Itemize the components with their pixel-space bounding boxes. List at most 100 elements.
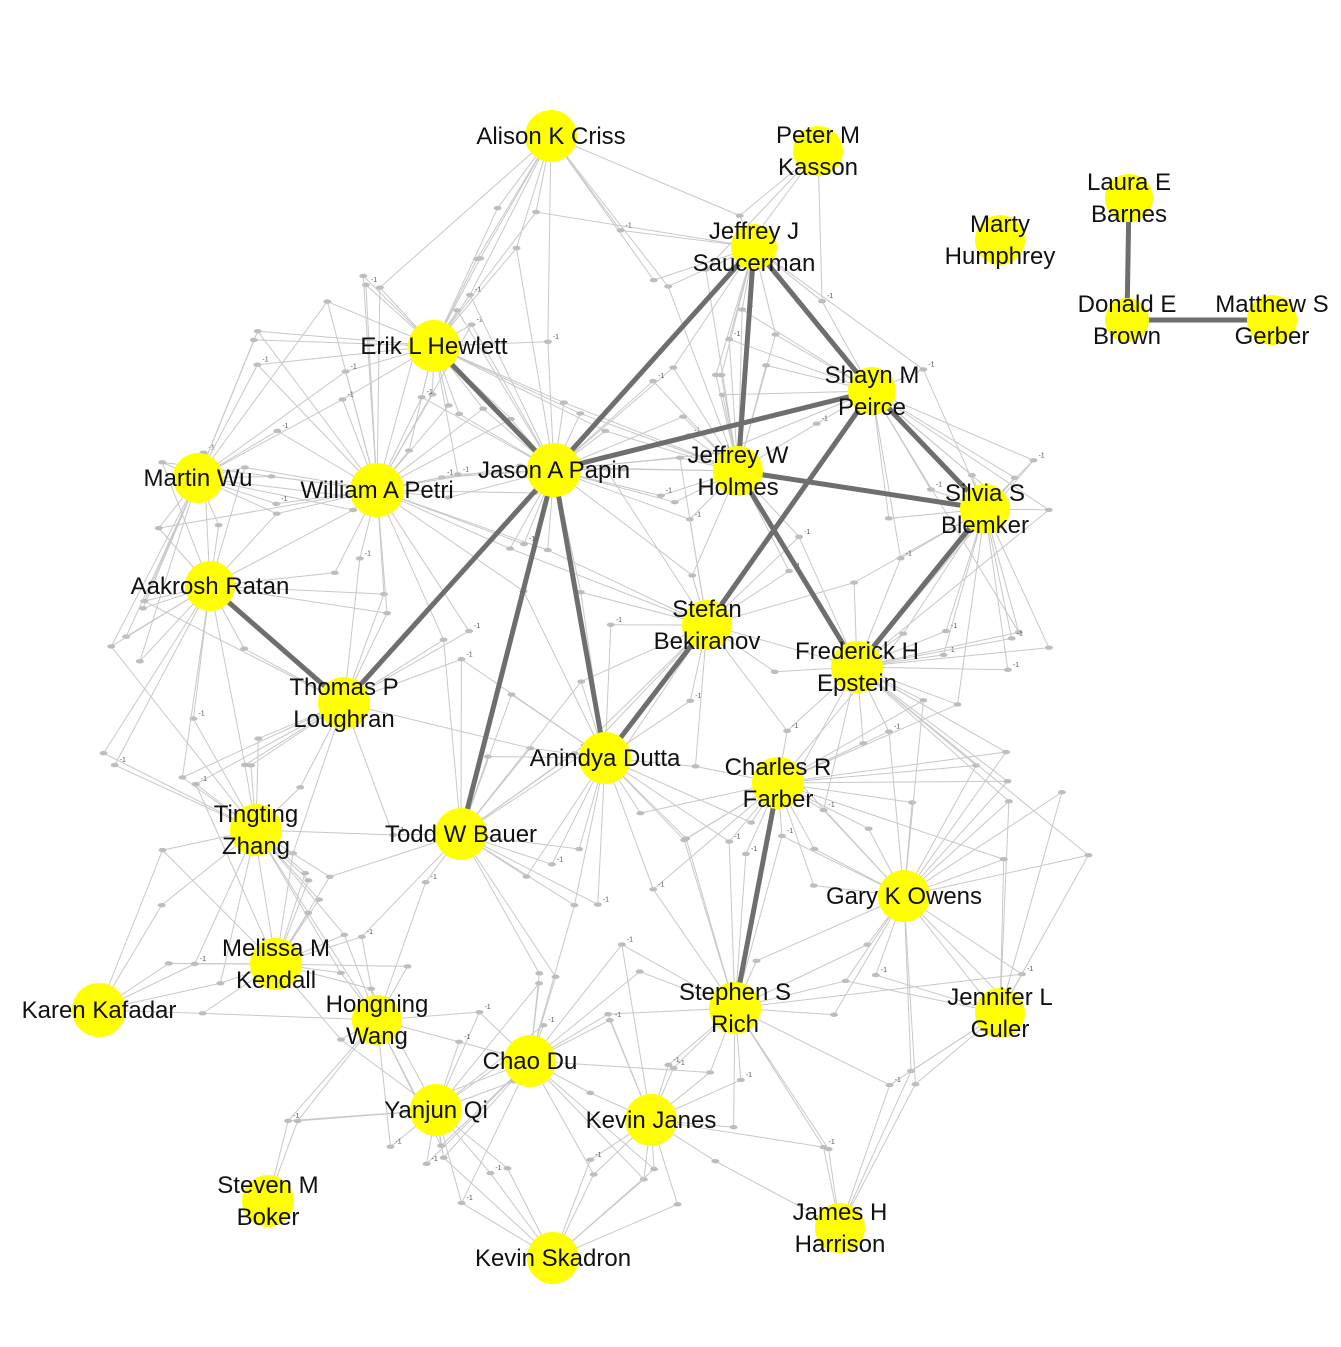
edge-weight-label: -1 <box>679 1060 685 1067</box>
paper-edge <box>181 585 211 778</box>
edge-weight-label: -1 <box>829 802 835 809</box>
author-node-skadron[interactable]: Kevin Skadron <box>475 1232 631 1284</box>
paper-node <box>810 846 819 852</box>
paper-node <box>953 702 962 707</box>
edge-weight-label: -1 <box>1038 452 1044 459</box>
author-node-bauer[interactable]: Todd W Bauer <box>385 808 537 860</box>
author-node-petri[interactable]: William A Petri <box>300 463 454 517</box>
paper-node <box>919 698 928 703</box>
paper-edge <box>871 390 1020 633</box>
paper-node <box>885 1082 894 1088</box>
author-name-label: Epstein <box>817 670 897 697</box>
paper-node <box>586 1090 595 1096</box>
paper-edge <box>903 895 912 1072</box>
paper-node <box>253 362 262 367</box>
paper-node <box>198 1011 207 1016</box>
paper-node <box>475 1009 484 1015</box>
edge-weight-label: -1 <box>603 897 609 904</box>
paper-node <box>254 736 263 741</box>
paper-node <box>296 785 305 790</box>
author-node-circle <box>878 870 930 922</box>
author-node-du[interactable]: Chao Du <box>483 1035 578 1087</box>
author-name-label: Charles R <box>725 754 832 781</box>
paper-node <box>576 411 585 416</box>
author-node-circle <box>318 677 370 729</box>
author-name-label: Frederick H <box>795 638 919 665</box>
author-node-circle <box>752 757 804 809</box>
author-node-wu[interactable]: Martin Wu <box>144 453 253 503</box>
paper-node <box>649 277 658 283</box>
collaboration-edge-peirce-bekiranov <box>704 388 875 628</box>
author-node-criss[interactable]: Alison K Criss <box>476 110 626 162</box>
edge-weight-label: -1 <box>595 1152 601 1159</box>
paper-node <box>688 573 697 578</box>
paper-edge <box>679 457 708 626</box>
paper-node <box>543 339 552 344</box>
author-node-janes[interactable]: Kevin Janes <box>586 1094 717 1146</box>
paper-node <box>164 961 173 966</box>
paper-edge <box>516 248 555 471</box>
author-name-label: Humphrey <box>945 243 1056 270</box>
author-node-papin[interactable]: Jason A Papin <box>478 443 630 497</box>
edge-weight-label: -1 <box>365 550 371 557</box>
paper-node <box>158 460 167 465</box>
paper-edge <box>871 390 1050 511</box>
paper-edge <box>433 345 581 414</box>
paper-edge <box>777 704 958 784</box>
paper-edge <box>535 211 755 248</box>
paper-node <box>214 522 223 528</box>
paper-node <box>830 1012 839 1017</box>
paper-node <box>338 397 347 402</box>
paper-edge <box>856 666 1010 802</box>
paper-node <box>444 403 453 408</box>
paper-node <box>809 883 818 888</box>
paper-node <box>785 568 794 574</box>
edge-weight-label: -1 <box>120 757 126 764</box>
paper-node <box>493 205 502 211</box>
paper-edge <box>257 330 435 347</box>
edge-weight-label: -1 <box>495 1165 501 1172</box>
author-name-label: Jason A Papin <box>478 457 630 484</box>
edge-weight-label: -1 <box>262 357 268 364</box>
paper-node <box>503 1166 512 1171</box>
author-node-kafadar[interactable]: Karen Kafadar <box>22 983 177 1037</box>
paper-edge <box>376 489 524 592</box>
paper-edge <box>197 477 354 511</box>
paper-edge <box>98 849 164 1011</box>
paper-edge <box>777 780 1008 784</box>
collaboration-edge-bekiranov-dutta <box>602 622 710 761</box>
paper-node <box>717 372 726 378</box>
paper-edge <box>197 477 358 498</box>
author-node-qi[interactable]: Yanjun Qi <box>384 1084 488 1136</box>
collaboration-edge-saucerman-peirce <box>751 244 875 394</box>
author-node-circle <box>527 443 581 497</box>
author-name-label: Holmes <box>697 474 778 501</box>
author-node-dutta[interactable]: Anindya Dutta <box>530 732 681 784</box>
author-node-hewlett[interactable]: Erik L Hewlett <box>360 320 508 372</box>
paper-node <box>972 763 981 768</box>
paper-node <box>486 1170 495 1176</box>
author-node-owens[interactable]: Gary K Owens <box>826 870 982 922</box>
author-node-ratan[interactable]: Aakrosh Ratan <box>131 561 290 611</box>
author-node-epstein[interactable]: Frederick H Epstein <box>795 638 919 697</box>
edge-weight-label: -1 <box>615 1012 621 1019</box>
